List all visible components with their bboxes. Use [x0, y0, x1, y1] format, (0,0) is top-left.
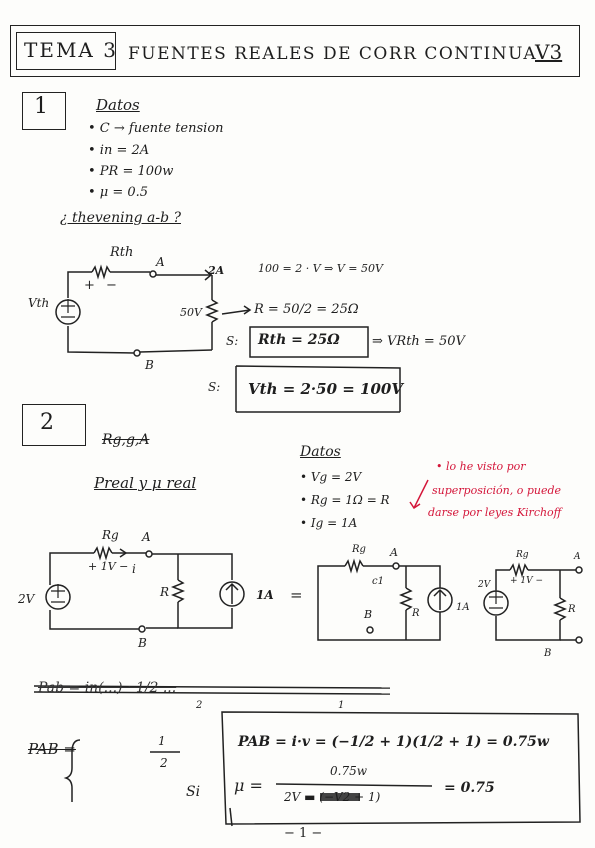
ex1-s-label-2: S: — [208, 380, 221, 394]
ex2-mid-i-label: 1A — [456, 602, 470, 613]
ex1-b-label: B — [145, 358, 154, 372]
ex2-i-label: i — [132, 562, 136, 576]
ex1-answer-rth: Rth = 25Ω — [258, 332, 340, 348]
ex2-si-label: Si — [186, 784, 201, 800]
ex2-dato-1: • Rg = 1Ω = R — [300, 493, 390, 507]
ex2-fraction-den: 2 — [160, 756, 168, 770]
ex2-scratched-title: Rg,g,A — [102, 432, 150, 448]
ex1-vth-label: Vth — [28, 296, 50, 310]
ex1-minus-label: − — [106, 278, 117, 293]
tema-label: TEMA 3 — [24, 38, 118, 62]
header-box — [10, 25, 580, 77]
ex2-dato-0: • Vg = 2V — [300, 470, 362, 484]
ex2-number: 2 — [40, 410, 54, 435]
ex1-calc-1: 100 = 2 · V ⇒ V = 50V — [258, 262, 383, 275]
ex2-right-a-label: A — [574, 552, 581, 562]
scribble-mark — [320, 793, 360, 801]
ex2-pab-left: PAB = — [28, 740, 76, 758]
ex1-number: 1 — [34, 94, 48, 119]
ex2-src-v-label: 2V — [18, 592, 35, 606]
ex1-answer-vth: Vth = 2·50 = 100V — [248, 380, 403, 398]
ex2-right-v-label: 2V — [478, 580, 491, 590]
ex2-a-label: A — [142, 530, 151, 544]
header-title: FUENTES REALES DE CORR CONTINUA — [128, 44, 538, 64]
ex1-dato-1: • in = 2A — [88, 143, 150, 158]
ex2-result-pab: PAB = i·v = (−1/2 + 1)(1/2 + 1) = 0.75w — [238, 734, 549, 750]
ex2-mu-label: μ = — [234, 776, 263, 795]
ex2-datos-title: Datos — [300, 444, 341, 460]
ex1-dato-0: • C → fuente tension — [88, 121, 224, 136]
ex2-subtitle: Preal y μ real — [94, 474, 197, 492]
ex2-mid-b-label: B — [364, 608, 373, 621]
ex2-mu-numerator: 0.75w — [330, 764, 367, 778]
ex2-quarter-digit: 1 — [338, 700, 345, 711]
ex1-dato-2: • PR = 100w — [88, 164, 174, 179]
ex2-right-r-label: R — [568, 604, 576, 615]
ex1-answer-vrth: ⇒ VRth = 50V — [372, 334, 465, 349]
ex1-a-label: A — [156, 255, 165, 269]
ex2-dato-2: • Ig = 1A — [300, 516, 358, 530]
ex2-rg-label: Rg — [102, 528, 119, 542]
ex2-number-box — [22, 404, 86, 446]
ex2-r-label: R — [160, 585, 170, 599]
ex2-mu-denominator: 2V ▬ (−V2 + 1) — [284, 790, 381, 804]
ex2-src-i-label: 1A — [256, 588, 274, 602]
header-version: V3 — [535, 40, 563, 64]
ex1-number-box — [22, 92, 66, 130]
ex2-note-line-0: • lo he visto por — [436, 460, 526, 473]
ex2-mid-c1-label: c1 — [372, 576, 384, 587]
ex2-half-digit: 2 — [196, 700, 203, 711]
ex1-50v-label: 50V — [180, 306, 202, 319]
ex1-s-label-1: S: — [226, 334, 239, 348]
ex2-right-v1-label: + 1V − — [510, 576, 544, 586]
ex2-right-rg-label: Rg — [516, 550, 529, 560]
ex2-fraction-num: 1 — [158, 734, 166, 748]
page-number: − 1 − — [284, 826, 323, 841]
ex2-right-b-label: B — [544, 648, 552, 659]
ex2-mid-r-label: R — [412, 608, 420, 619]
tema-box — [16, 32, 116, 70]
ex1-rth-label: Rth — [110, 245, 134, 260]
ex1-question: ¿ thevening a-b ? — [60, 210, 181, 226]
ex1-plus-label: + — [84, 278, 95, 293]
ex2-scratch-line: Pab = in(...) · 1/2 ... — [38, 680, 177, 696]
ex2-mu-result: = 0.75 — [444, 780, 495, 796]
ex2-note-line-1: superposición, o puede — [432, 484, 562, 497]
ex1-dato-3: • μ = 0.5 — [88, 185, 149, 200]
ex2-mid-rg-label: Rg — [352, 544, 366, 555]
ex1-calc-2: R = 50/2 = 25Ω — [254, 302, 359, 317]
ex2-mid-a-label: A — [390, 546, 398, 559]
ex1-datos-title: Datos — [96, 96, 140, 114]
ex2-v1-label: + 1V − — [88, 560, 129, 573]
ex2-equals: = — [290, 586, 303, 604]
ex2-b-label: B — [138, 636, 147, 650]
ex2-note-line-2: darse por leyes Kirchoff — [428, 506, 562, 519]
ex1-current-label: 2A — [208, 264, 225, 277]
